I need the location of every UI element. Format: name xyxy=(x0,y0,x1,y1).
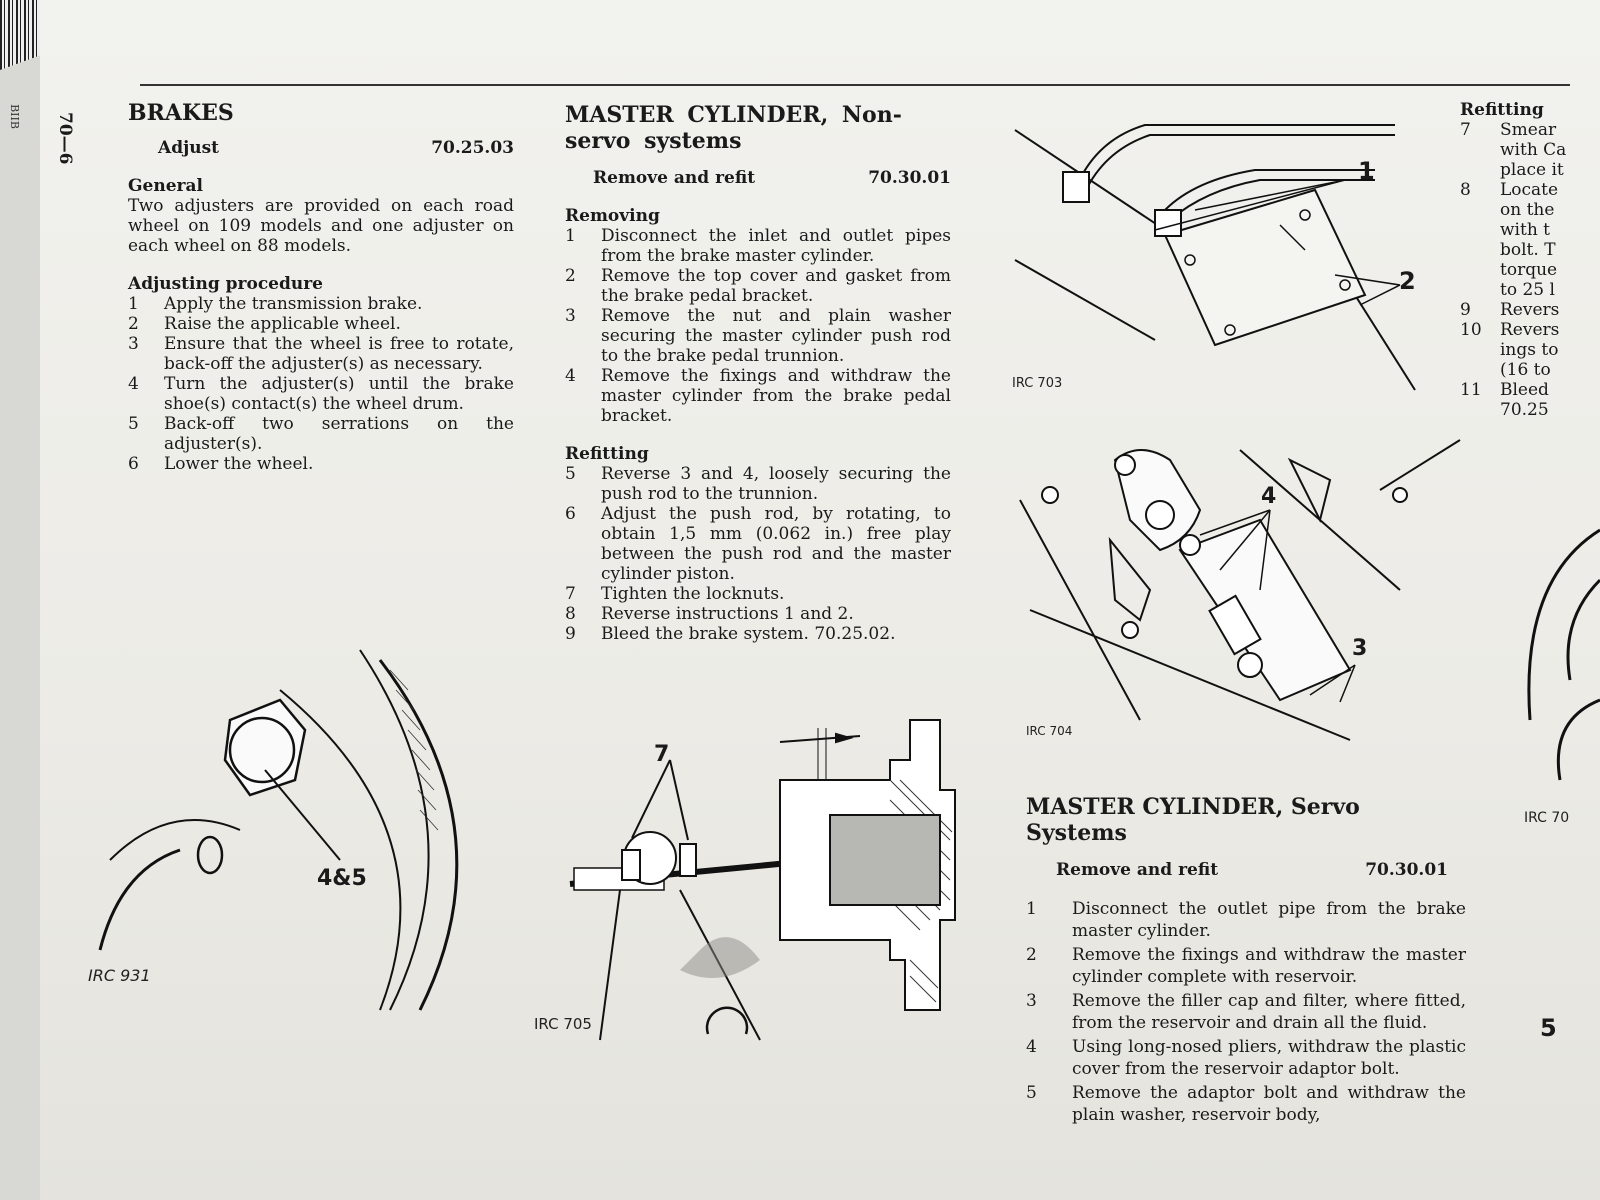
step-item: with t xyxy=(1500,220,1551,240)
refitting-heading: Refitting xyxy=(565,444,649,464)
operation-name: Remove and refit xyxy=(1056,860,1219,880)
figure-callout: 4&5 xyxy=(317,866,367,891)
page-number: 70—6 xyxy=(55,112,75,165)
column-brakes-adjust: BRAKES Adjust 70.25.03 General Two adjus… xyxy=(128,100,514,474)
manual-page xyxy=(40,0,1600,1200)
adjusting-heading: Adjusting procedure xyxy=(128,274,324,294)
step-item: on the xyxy=(1500,200,1555,220)
operation-row: Remove and refit 70.30.01 xyxy=(593,168,951,188)
general-text: Two adjusters are provided on each road … xyxy=(128,196,514,256)
operation-name: Adjust xyxy=(158,138,220,158)
push-rod-diagram xyxy=(569,719,956,1041)
wheel-drum-diagram xyxy=(98,649,459,1011)
figure-label: IRC 931 xyxy=(88,966,151,985)
step-item: (16 to xyxy=(1500,360,1551,380)
step-item: torque xyxy=(1500,260,1558,280)
step-item: bolt. T xyxy=(1500,240,1556,260)
operation-name: Remove and refit xyxy=(593,168,756,188)
operation-row: Remove and refit 70.30.01 xyxy=(1056,860,1448,880)
figure-callout: 5 xyxy=(1540,1014,1557,1042)
partial-figure-diagram xyxy=(1527,528,1600,781)
refitting-heading: Refitting xyxy=(1460,100,1544,120)
figure-label: IRC 70 xyxy=(1524,810,1570,826)
operation-code: 70.25.03 xyxy=(431,138,514,158)
figure-label: IRC 704 xyxy=(1026,724,1073,738)
operation-row: Adjust 70.25.03 xyxy=(158,138,514,158)
step-item: ings to xyxy=(1500,340,1559,360)
figure-label: IRC 705 xyxy=(534,1015,592,1033)
operation-code: 70.30.01 xyxy=(1365,860,1448,880)
step-item: 70.25 xyxy=(1500,400,1549,420)
step-item: with Ca xyxy=(1500,140,1567,160)
step-item: to 25 l xyxy=(1500,280,1555,300)
column-master-cylinder-servo: MASTER CYLINDER, Servo Systems Remove an… xyxy=(1026,794,1466,1126)
figure-callout: 4 xyxy=(1261,484,1277,509)
master-cylinder-mounting-diagram xyxy=(1019,439,1461,741)
figure-label: IRC 703 xyxy=(1012,376,1063,391)
figure-callout: 1 xyxy=(1358,157,1375,185)
general-heading: General xyxy=(128,176,203,196)
section-title: MASTER CYLINDER, Non-servo systems xyxy=(565,102,902,154)
brake-bracket-cover-diagram xyxy=(1014,124,1416,391)
removing-heading: Removing xyxy=(565,206,660,226)
header-rule xyxy=(140,84,1570,86)
figure-callout: 7 xyxy=(654,742,670,767)
edge-label: BIIB xyxy=(7,104,21,129)
left-page-edge: BIIB xyxy=(0,0,46,1200)
section-title: MASTER CYLINDER, Servo Systems xyxy=(1026,794,1360,846)
column-master-cylinder-non-servo: MASTER CYLINDER, Non-servo systems Remov… xyxy=(565,102,951,644)
figure-callout: 3 xyxy=(1352,636,1368,661)
figure-callout: 2 xyxy=(1399,267,1416,295)
section-title: BRAKES xyxy=(128,100,234,126)
step-item: place it xyxy=(1500,160,1564,180)
operation-code: 70.30.01 xyxy=(868,168,951,188)
